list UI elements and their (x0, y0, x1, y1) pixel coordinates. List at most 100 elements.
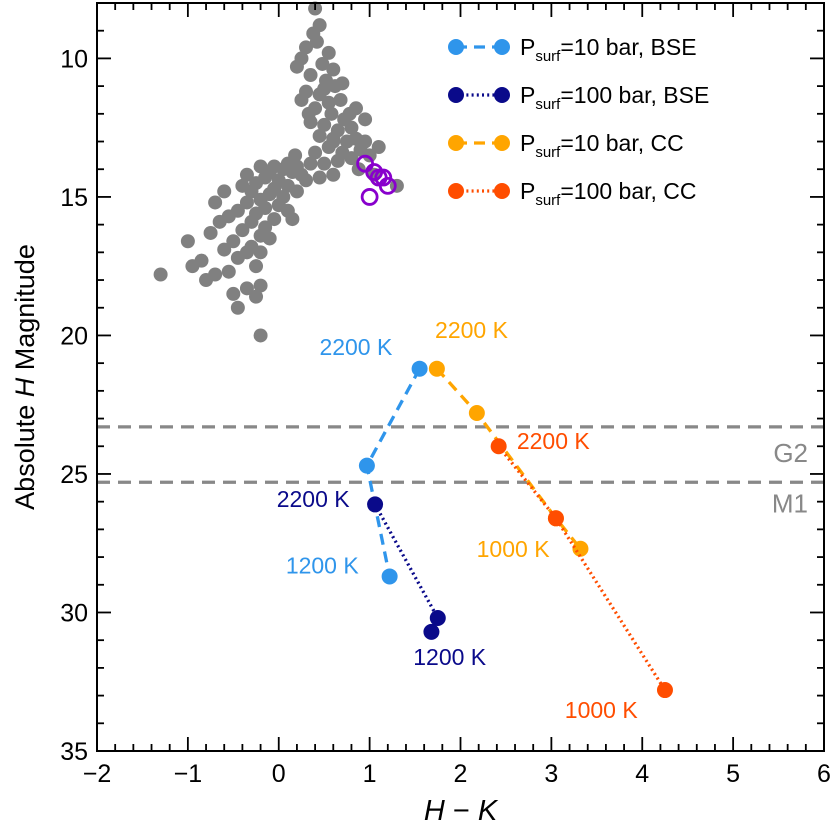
field-point (180, 234, 195, 249)
field-point (308, 145, 323, 160)
temperature-label: 2200 K (517, 428, 591, 454)
field-point (301, 106, 316, 121)
field-point (312, 128, 327, 143)
temperature-label: 1200 K (413, 644, 487, 670)
legend-marker-0 (494, 39, 510, 55)
field-point (344, 151, 359, 166)
temperature-label: 1200 K (286, 553, 360, 579)
legend-marker-1 (494, 87, 510, 103)
series-point-2 (428, 360, 445, 377)
series-point-2 (572, 540, 589, 557)
field-point (239, 195, 254, 210)
field-point (221, 264, 236, 279)
x-tick-label: −1 (174, 760, 203, 788)
field-point (249, 289, 264, 304)
legend-label-3: Psurf=100 bar, CC (520, 178, 697, 209)
legend-label-2: Psurf=10 bar, CC (520, 130, 684, 161)
x-tick-label: 0 (272, 760, 286, 788)
field-point (317, 81, 332, 96)
legend-marker-3 (448, 183, 464, 199)
x-tick-label: 2 (454, 760, 468, 788)
x-tick-label: 6 (817, 760, 831, 788)
field-point (262, 231, 277, 246)
field-point (239, 245, 254, 260)
temperature-label: 2200 K (319, 334, 393, 360)
field-point (235, 223, 250, 238)
series-point-1 (423, 623, 440, 640)
ref-line-label-m1: M1 (772, 488, 808, 518)
series-point-1 (367, 496, 384, 513)
field-point (315, 56, 330, 71)
temperature-label: 2200 K (435, 317, 509, 343)
field-point (289, 184, 304, 199)
field-point (299, 173, 314, 188)
axis-ticks (96, 2, 825, 752)
field-point (306, 26, 321, 41)
x-axis-title: H − K (424, 795, 499, 826)
temperature-label: 2200 K (277, 486, 351, 512)
field-point (330, 153, 345, 168)
x-tick-label: −2 (83, 760, 112, 788)
field-point (244, 184, 259, 199)
y-tick-label: 20 (60, 322, 88, 350)
series-point-1 (429, 610, 446, 627)
x-tick-label: 5 (726, 760, 740, 788)
field-point (326, 167, 341, 182)
y-tick-label: 35 (60, 738, 88, 766)
field-point (239, 281, 254, 296)
field-point (321, 95, 336, 110)
y-tick-label: 15 (60, 184, 88, 212)
y-tick-label: 25 (60, 461, 88, 489)
field-point (371, 140, 386, 155)
purple-open-point (369, 168, 388, 187)
field-point (326, 131, 341, 146)
field-point (317, 117, 332, 132)
field-point (285, 212, 300, 227)
field-point (153, 267, 168, 282)
field-point (358, 112, 373, 127)
y-tick-label: 30 (60, 599, 88, 627)
legend-marker-3 (494, 183, 510, 199)
field-point (358, 134, 373, 149)
legend-label-0: Psurf=10 bar, BSE (520, 34, 697, 65)
legend-label-1: Psurf=100 bar, BSE (520, 82, 709, 113)
purple-open-point (360, 188, 379, 206)
field-point (253, 278, 268, 293)
field-point (324, 106, 339, 121)
x-tick-label: 1 (363, 760, 377, 788)
field-point (208, 195, 223, 210)
axes-box (96, 2, 825, 752)
field-point (253, 328, 268, 343)
temperature-label: 1000 K (565, 697, 639, 723)
field-point (362, 148, 377, 163)
field-point (333, 92, 348, 107)
temperature-annotations: 2200 K 2200 K 2200 K 2200 K 1200 K 1000 K 1200… (277, 317, 639, 723)
field-point (212, 214, 227, 229)
field-point (217, 242, 232, 257)
legend-marker-1 (448, 87, 464, 103)
field-point (230, 300, 245, 315)
field-point (226, 286, 241, 301)
plot-frame (96, 2, 825, 752)
purple-open-points (356, 154, 397, 206)
field-point (312, 170, 327, 185)
series-point-0 (381, 568, 398, 585)
field-point (226, 234, 241, 249)
field-point (199, 273, 214, 288)
field-point (294, 92, 309, 107)
series-point-3 (656, 682, 673, 699)
field-point (253, 245, 268, 260)
field-point (288, 148, 303, 163)
legend-marker-0 (448, 39, 464, 55)
temperature-label: 1000 K (477, 536, 551, 562)
legend-marker-2 (494, 135, 510, 151)
field-point (203, 225, 218, 240)
field-point (267, 212, 282, 227)
field-point (303, 68, 318, 83)
field-point (289, 59, 304, 74)
series-point-3 (547, 510, 564, 527)
y-tick-label: 10 (60, 45, 88, 73)
